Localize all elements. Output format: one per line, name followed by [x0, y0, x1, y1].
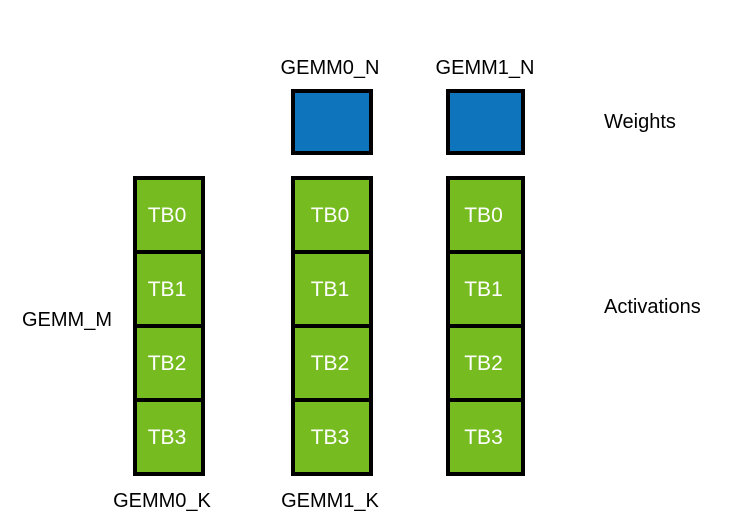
top-label-gemm0-n-line1: GEMM0_N	[280, 57, 380, 79]
tb-cell-label: TB3	[147, 425, 187, 449]
weight-box-gemm0	[291, 89, 373, 155]
tb-cell: TB0	[133, 176, 205, 254]
top-label-gemm1-n-line1: GEMM1_N	[435, 57, 535, 79]
left-label-gemm-m: GEMM_M	[22, 309, 112, 331]
tb-cell-label: TB1	[147, 277, 187, 301]
row-label-activations: Activations	[604, 296, 701, 318]
bottom-label-gemm1-k: GEMM1_K	[281, 490, 379, 512]
tb-cell-label: TB1	[310, 277, 350, 301]
tb-cell: TB3	[291, 398, 373, 476]
tb-cell: TB2	[291, 324, 373, 402]
activation-column-gemm0: TB0 TB1 TB2 TB3	[291, 176, 373, 476]
tb-cell-label: TB2	[310, 351, 350, 375]
tb-cell: TB2	[446, 324, 525, 402]
tb-cell-label: TB0	[310, 203, 350, 227]
tb-cell-label: TB0	[147, 203, 187, 227]
tb-cell: TB0	[291, 176, 373, 254]
tb-cell-label: TB1	[464, 277, 503, 301]
tb-cell: TB0	[446, 176, 525, 254]
tb-cell-label: TB3	[464, 425, 503, 449]
tb-cell: TB2	[133, 324, 205, 402]
activation-column-gemm1: TB0 TB1 TB2 TB3	[446, 176, 525, 476]
row-label-weights: Weights	[604, 111, 676, 133]
tb-cell: TB3	[446, 398, 525, 476]
tb-cell-label: TB0	[464, 203, 503, 227]
tb-cell-label: TB2	[147, 351, 187, 375]
tb-cell-label: TB3	[310, 425, 350, 449]
tb-cell: TB1	[133, 250, 205, 328]
tb-cell: TB1	[446, 250, 525, 328]
bottom-label-gemm0-k: GEMM0_K	[113, 490, 211, 512]
tb-cell: TB3	[133, 398, 205, 476]
tb-cell-label: TB2	[464, 351, 503, 375]
tb-cell: TB1	[291, 250, 373, 328]
weight-box-gemm1	[446, 89, 525, 155]
activation-column-gemm-m: TB0 TB1 TB2 TB3	[133, 176, 205, 476]
